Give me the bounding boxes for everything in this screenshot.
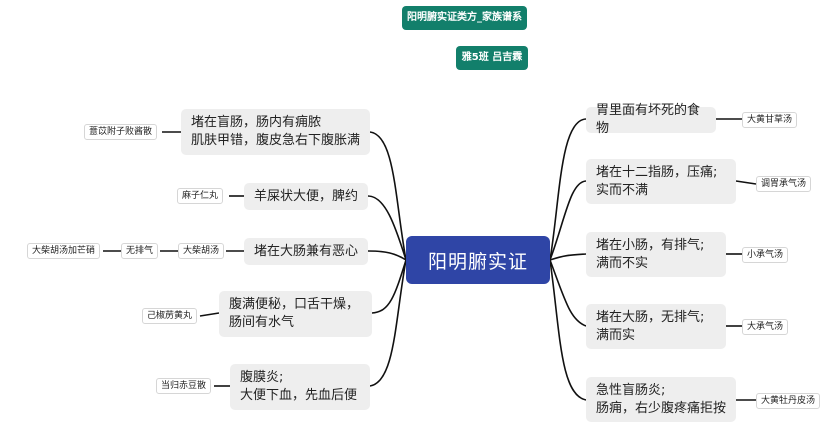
branch-node-right-5[interactable]: 急性盲肠炎; 肠痈，右少腹疼痛拒按: [586, 377, 736, 422]
formula-leaf-left-4[interactable]: 己椒苈黄丸: [142, 308, 198, 324]
author-tag: 雅5班 吕吉霖: [456, 46, 528, 70]
branch-node-right-4[interactable]: 堵在大肠，无排气; 满而实: [586, 304, 726, 349]
branch-node-right-1[interactable]: 胃里面有坏死的食物: [586, 103, 716, 136]
branch-node-left-3[interactable]: 堵在大肠兼有恶心: [244, 238, 368, 265]
branch-node-left-1[interactable]: 堵在盲肠，肠内有痈脓 肌肤甲错，腹皮急右下腹胀满: [181, 109, 370, 155]
formula-leaf-right-2[interactable]: 调胃承气汤: [756, 176, 812, 192]
branch-node-right-2[interactable]: 堵在十二指肠，压痛; 实而不满: [586, 159, 736, 204]
condition-leaf-left-3[interactable]: 无排气: [121, 243, 159, 259]
diagram-title-tag: 阳明腑实证类方_家族谱系: [402, 6, 527, 30]
branch-node-right-3[interactable]: 堵在小肠，有排气; 满而不实: [586, 232, 726, 277]
formula-leaf-right-5[interactable]: 大黄牡丹皮汤: [756, 393, 821, 409]
formula-leaf-left-5[interactable]: 当归赤豆散: [156, 378, 212, 394]
formula-leaf-right-4[interactable]: 大承气汤: [742, 319, 789, 335]
central-topic[interactable]: 阳明腑实证: [406, 236, 550, 284]
branch-node-left-5[interactable]: 腹膜炎; 大便下血，先血后便: [230, 364, 370, 410]
branch-node-left-2[interactable]: 羊屎状大便，脾约: [244, 183, 368, 210]
formula-leaf-left-3b[interactable]: 大柴胡汤加芒硝: [27, 243, 101, 259]
formula-leaf-left-3[interactable]: 大柴胡汤: [178, 243, 225, 259]
formula-leaf-left-1[interactable]: 薏苡附子败酱散: [84, 124, 158, 140]
formula-leaf-left-2[interactable]: 麻子仁丸: [177, 188, 224, 204]
formula-leaf-right-3[interactable]: 小承气汤: [742, 247, 789, 263]
formula-leaf-right-1[interactable]: 大黄甘草汤: [742, 112, 798, 128]
branch-node-left-4[interactable]: 腹满便秘，口舌干燥， 肠间有水气: [219, 291, 372, 337]
